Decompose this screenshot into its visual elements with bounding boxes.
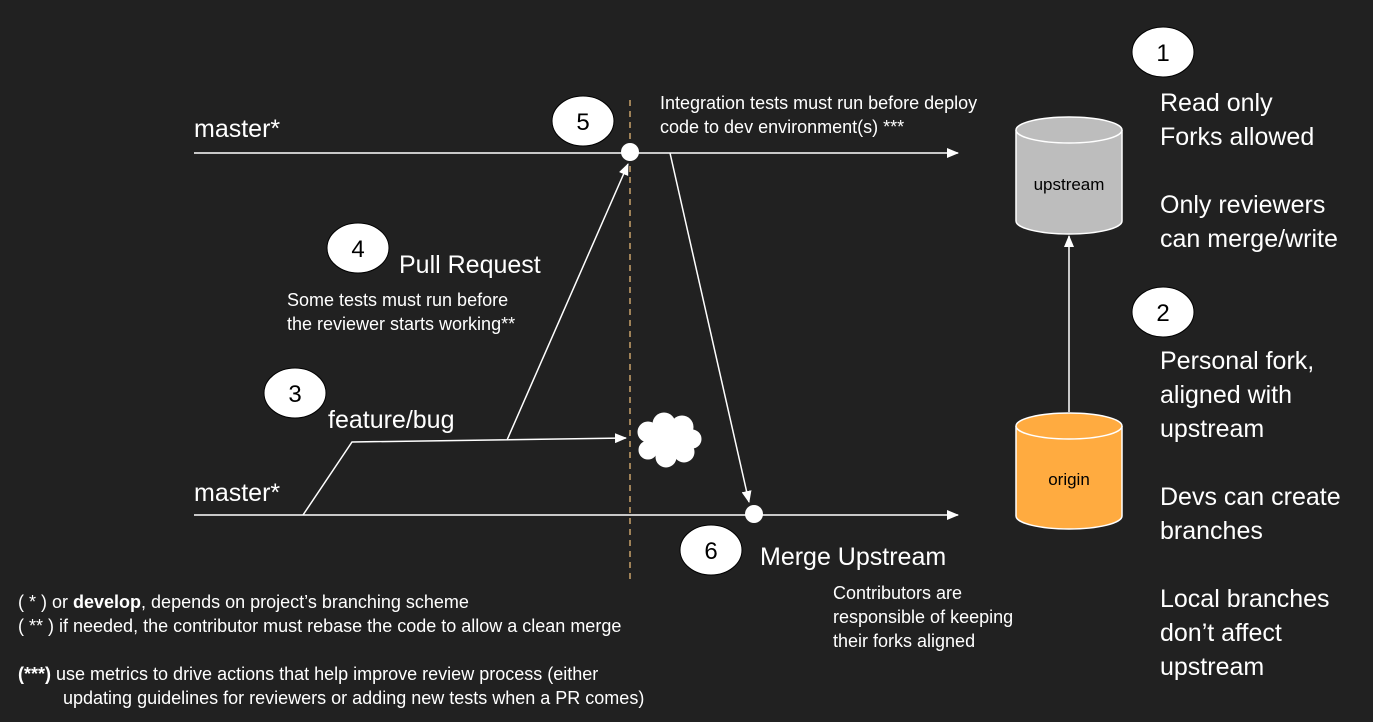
origin-desc-line-5: branches [1160, 517, 1263, 545]
step-1-number: 1 [1156, 40, 1169, 67]
step-5-number: 5 [576, 109, 589, 136]
footnote-triple-star-line-2: updating guidelines for reviewers or add… [63, 688, 645, 708]
upstream-desc-line-3: Only reviewers [1160, 191, 1326, 219]
upstream-repo-icon [1015, 116, 1123, 235]
step-4-badge: 4 [326, 222, 390, 274]
origin-description: Personal fork, aligned with upstream Dev… [1160, 344, 1341, 684]
upstream-desc-line-1: Read only [1160, 89, 1273, 117]
footnote-single-star-suffix: , depends on project’s branching scheme [141, 592, 469, 612]
footnote-single-star-prefix: ( * ) or [18, 592, 74, 612]
integration-note-line-2: code to dev environment(s) *** [660, 117, 905, 137]
top-master-label: master* [194, 115, 281, 143]
step-5-badge: 5 [551, 95, 615, 147]
pull-request-note: Some tests must run before the reviewer … [287, 288, 515, 336]
step-3-number: 3 [288, 381, 301, 408]
merge-upstream-label: Merge Upstream [760, 543, 947, 571]
merge-note-line-1: Contributors are [833, 583, 963, 603]
step-2-badge: 2 [1131, 286, 1195, 338]
footnote-develop-term: develop [73, 592, 142, 612]
step-3-badge: 3 [263, 367, 327, 419]
integration-note-line-1: Integration tests must run before deploy [660, 93, 978, 113]
merge-node-top [621, 143, 639, 161]
upstream-label: upstream [1034, 175, 1105, 194]
feature-branch-label: feature/bug [328, 406, 455, 434]
feature-branch-line [302, 433, 627, 516]
step-2-number: 2 [1156, 300, 1169, 327]
origin-desc-line-3: upstream [1160, 415, 1265, 443]
integration-note: Integration tests must run before deploy… [660, 91, 977, 139]
merge-upstream-note: Contributors are responsible of keeping … [833, 581, 1013, 653]
merge-note-line-2: responsible of keeping [833, 607, 1014, 627]
pull-request-note-line-2: the reviewer starts working** [287, 314, 516, 334]
upstream-desc-line-4: can merge/write [1160, 225, 1338, 253]
pull-request-note-line-1: Some tests must run before [287, 290, 509, 310]
merge-note-line-3: their forks aligned [833, 631, 976, 651]
step-4-number: 4 [351, 236, 364, 263]
step-6-badge: 6 [679, 524, 743, 576]
cloud-icon [637, 412, 702, 468]
origin-desc-line-8: upstream [1160, 653, 1265, 681]
merge-node-bottom [745, 505, 763, 523]
footnote-triple-star-prefix: (***) [18, 664, 52, 684]
origin-label: origin [1048, 470, 1090, 489]
step-6-number: 6 [704, 538, 717, 565]
origin-desc-line-1: Personal fork, [1160, 347, 1315, 375]
pull-request-label: Pull Request [399, 251, 541, 279]
footnote-double-star: ( ** ) if needed, the contributor must r… [18, 616, 622, 636]
merge-upstream-arrow [669, 152, 752, 503]
origin-desc-line-6: Local branches [1160, 585, 1330, 613]
pull-request-arrow [506, 163, 629, 441]
origin-desc-line-2: aligned with [1160, 381, 1293, 409]
footnote-triple-star-text: use metrics to drive actions that help i… [51, 664, 599, 684]
upstream-desc-line-2: Forks allowed [1160, 123, 1315, 151]
footnote-single-star: ( * ) or develop, depends on project’s b… [18, 590, 644, 614]
origin-desc-line-7: don’t affect [1160, 619, 1282, 647]
footnotes: ( * ) or develop, depends on project’s b… [18, 590, 644, 710]
upstream-description: Read only Forks allowed Only reviewers c… [1160, 86, 1338, 256]
step-1-badge: 1 [1131, 26, 1195, 78]
bottom-master-label: master* [194, 479, 281, 507]
footnote-triple-star-line-1: (***) use metrics to drive actions that … [18, 662, 644, 686]
origin-desc-line-4: Devs can create [1160, 483, 1341, 511]
origin-repo-icon [1015, 412, 1123, 530]
